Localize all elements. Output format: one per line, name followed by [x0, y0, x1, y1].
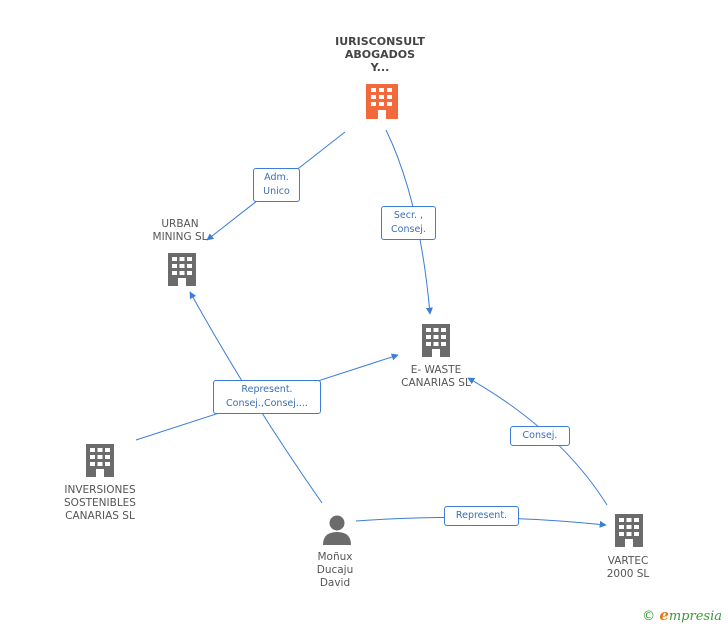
building-icon[interactable] — [366, 84, 398, 119]
brand-logo-e: e — [659, 606, 669, 624]
edge-label-represent-consej[interactable]: Represent. Consej.,Consej.... — [213, 380, 321, 414]
footer-brand[interactable]: © empresia — [642, 606, 722, 624]
node-label-vartec[interactable]: VARTEC 2000 SL — [588, 555, 668, 581]
edge-label-adm-unico[interactable]: Adm. Unico — [253, 168, 300, 202]
node-label-line: MINING SL — [152, 231, 208, 243]
node-label-line: IURISCONSULT — [335, 35, 425, 48]
edge-label-line: Unico — [263, 186, 290, 197]
edge-label-line: Represent. — [455, 510, 508, 521]
node-label-line: David — [319, 577, 351, 589]
node-label-line: CANARIAS SL — [401, 377, 471, 389]
building-icon[interactable] — [168, 253, 196, 286]
node-label-line: SOSTENIBLES — [64, 497, 136, 509]
node-label-line: URBAN — [161, 218, 199, 230]
node-label-e-waste[interactable]: E- WASTE CANARIAS SL — [386, 364, 486, 390]
node-label-inversiones[interactable]: INVERSIONES SOSTENIBLES CANARIAS SL — [45, 484, 155, 523]
edge-label-represent[interactable]: Represent. — [444, 506, 519, 526]
building-icon[interactable] — [422, 324, 450, 357]
building-icon[interactable] — [86, 444, 114, 477]
edge-label-consej[interactable]: Consej. — [510, 426, 570, 446]
node-label-line: Moñux — [317, 551, 353, 563]
edge-label-line: Consej. — [391, 224, 426, 235]
node-label-line: VARTEC — [607, 555, 649, 567]
person-icon[interactable] — [323, 515, 351, 546]
node-label-urban-mining[interactable]: URBAN MINING SL — [135, 218, 225, 244]
node-label-line: Y... — [370, 61, 390, 74]
node-label-line: ABOGADOS — [344, 48, 416, 61]
building-icon[interactable] — [615, 514, 643, 547]
node-label-monux[interactable]: Moñux Ducaju David — [295, 551, 375, 590]
copyright-icon: © — [642, 609, 656, 624]
node-label-iurisconsult[interactable]: IURISCONSULT ABOGADOS Y... — [320, 35, 440, 74]
edge-label-line: Adm. — [264, 172, 289, 183]
edge-label-line: Represent. — [241, 384, 293, 395]
brand-logo-text: mpresia — [668, 609, 722, 624]
node-label-line: CANARIAS SL — [65, 510, 135, 522]
brand-logo: empresia — [659, 606, 722, 624]
edge-label-line: Secr. , — [393, 210, 424, 221]
node-label-line: E- WASTE — [410, 364, 462, 376]
node-label-line: Ducaju — [316, 564, 354, 576]
edge-label-secr-consej[interactable]: Secr. , Consej. — [381, 206, 436, 240]
node-label-line: 2000 SL — [606, 568, 650, 580]
node-label-line: INVERSIONES — [64, 484, 136, 496]
edge-label-line: Consej. — [522, 430, 558, 441]
edge-label-line: Consej.,Consej.... — [226, 398, 308, 409]
